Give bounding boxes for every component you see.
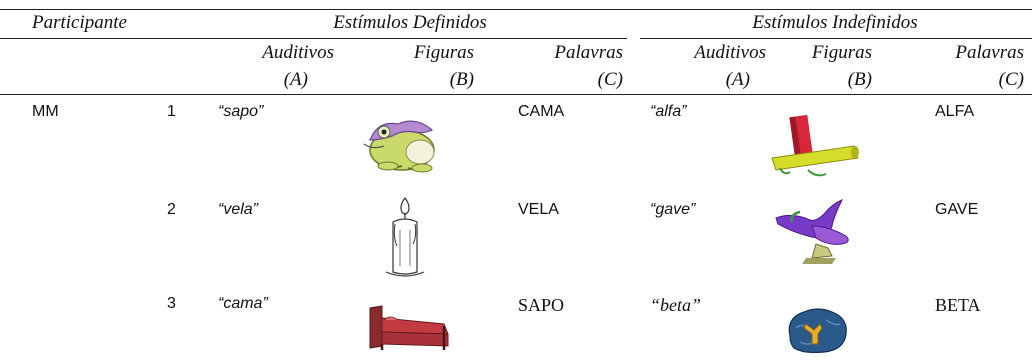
- purple-abstract-icon: [772, 196, 858, 268]
- row-2-def-audio: “vela”: [218, 201, 259, 218]
- row-3-number: 3: [167, 295, 176, 312]
- top-rule: [0, 9, 1032, 10]
- header-bottom-left-rule: [0, 38, 187, 39]
- row-2-def-word: VELA: [518, 201, 559, 218]
- col-code-undef-b: (B): [847, 69, 872, 90]
- row-3-undef-audio: “beta”: [650, 295, 702, 315]
- row-3-undef-word: BETA: [935, 295, 981, 315]
- undefined-header: Estímulos Indefinidos: [752, 12, 918, 33]
- frog-icon: [358, 110, 444, 174]
- blue-yellow-blob-icon: [784, 306, 850, 356]
- participant-id: MM: [32, 103, 59, 120]
- col-code-def-c: (C): [597, 69, 623, 90]
- group-rule-undefined: [640, 38, 1032, 39]
- col-header-undef-palavras: Palavras: [955, 42, 1024, 63]
- row-3-def-word: SAPO: [518, 295, 565, 315]
- col-code-undef-c: (C): [998, 69, 1024, 90]
- row-3-def-audio: “cama”: [218, 295, 268, 312]
- row-1-def-audio: “sapo”: [218, 103, 264, 120]
- col-header-def-figuras: Figuras: [413, 42, 474, 63]
- row-1-undef-audio: “alfa”: [650, 103, 687, 120]
- row-1-number: 1: [167, 103, 176, 120]
- participant-header: Participante: [32, 12, 127, 33]
- col-code-def-a: (A): [283, 69, 308, 90]
- row-2-undef-word: GAVE: [935, 201, 979, 218]
- row-2-undef-audio: “gave”: [650, 201, 696, 218]
- defined-header: Estímulos Definidos: [333, 12, 487, 33]
- col-header-def-auditivos: Auditivos: [262, 42, 334, 63]
- col-code-def-b: (B): [449, 69, 474, 90]
- bed-icon: [364, 302, 452, 352]
- row-1-undef-word: ALFA: [935, 103, 975, 120]
- col-header-undef-auditivos: Auditivos: [694, 42, 766, 63]
- red-yellow-block-icon: [768, 112, 862, 180]
- row-1-def-word: CAMA: [518, 103, 565, 120]
- col-header-def-palavras: Palavras: [554, 42, 623, 63]
- col-header-undef-figuras: Figuras: [811, 42, 872, 63]
- header-bottom-rule: [0, 94, 1032, 95]
- col-code-undef-a: (A): [725, 69, 750, 90]
- group-rule-defined: [187, 38, 627, 39]
- candle-icon: [380, 196, 430, 278]
- row-2-number: 2: [167, 201, 176, 218]
